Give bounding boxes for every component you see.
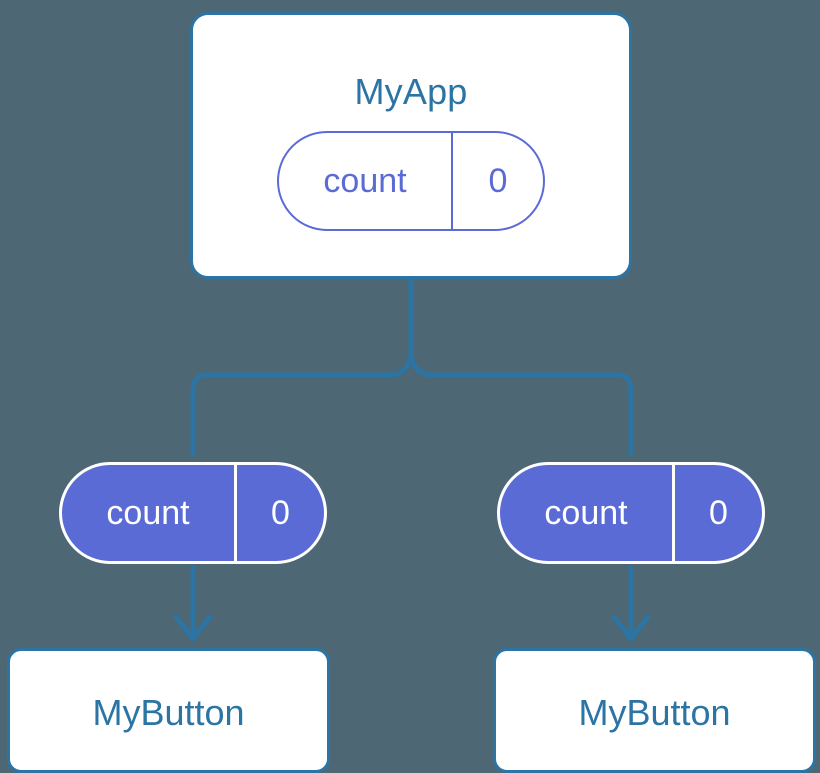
- props-pill-count-left[interactable]: count 0: [59, 462, 327, 564]
- branch-left: [190, 351, 414, 455]
- component-box-mybutton-right[interactable]: MyButton: [493, 648, 816, 773]
- props-arrow-right-head: [611, 614, 651, 642]
- component-title-myapp: MyApp: [354, 71, 468, 112]
- state-pill-key: count: [279, 133, 453, 229]
- props-pill-key: count: [500, 465, 675, 561]
- props-pill-count-right[interactable]: count 0: [497, 462, 765, 564]
- component-title-mybutton-left: MyButton: [92, 692, 245, 733]
- props-pill-value: 0: [271, 494, 290, 532]
- props-pill-key: count: [62, 465, 237, 561]
- state-pill-value: 0: [488, 162, 508, 200]
- props-arrow-left-head: [173, 614, 213, 642]
- props-pill-value: 0: [709, 494, 728, 532]
- state-pill-count-root[interactable]: count 0: [277, 131, 545, 231]
- branch-right: [408, 351, 634, 455]
- component-box-mybutton-left[interactable]: MyButton: [7, 648, 330, 773]
- component-title-mybutton-right: MyButton: [578, 692, 731, 733]
